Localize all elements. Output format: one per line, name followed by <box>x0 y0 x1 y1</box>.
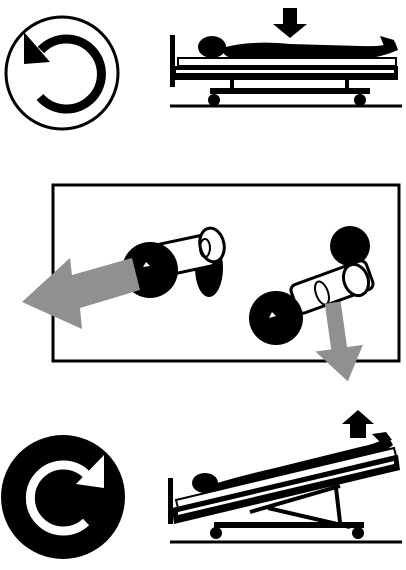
right-crank-icon <box>249 226 375 345</box>
panel-raise <box>1 410 402 559</box>
down-arrow-icon <box>273 8 307 38</box>
tilted-bed-icon <box>168 432 402 544</box>
flat-bed-icon <box>170 35 402 108</box>
rotate-counterclockwise-icon <box>4 15 120 131</box>
crank-mechanism-panel <box>22 183 401 382</box>
pull-left-arrow-icon <box>22 258 140 329</box>
panel-lower <box>4 8 402 131</box>
left-crank-icon <box>122 226 226 298</box>
rotate-clockwise-icon <box>1 435 125 559</box>
turn-down-arrow-icon <box>315 301 363 382</box>
up-arrow-icon <box>342 410 374 438</box>
